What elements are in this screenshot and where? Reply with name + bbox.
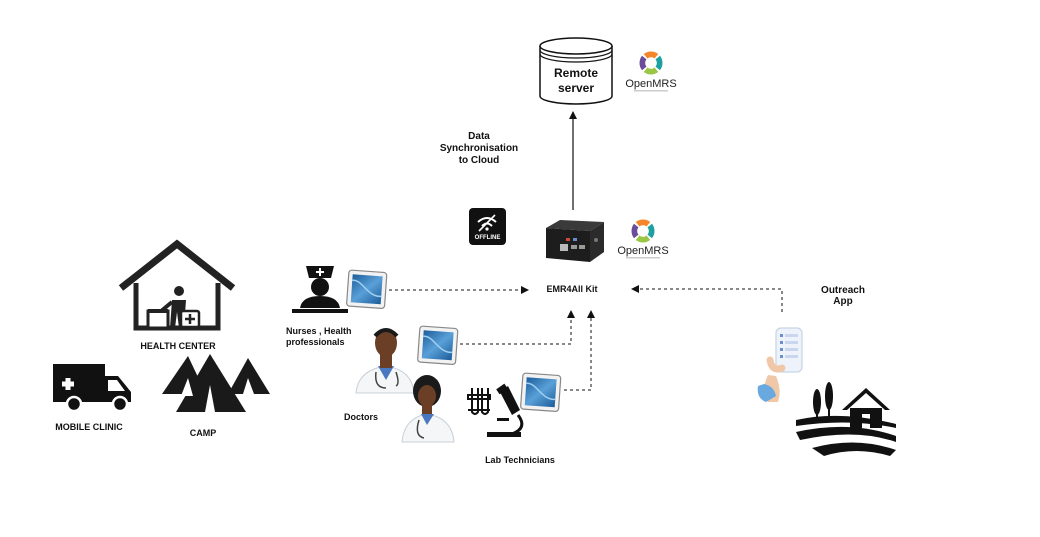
nurse-icon <box>292 266 348 313</box>
mobile-clinic-label: MOBILE CLINIC <box>55 422 123 432</box>
health-center-label: HEALTH CENTER <box>140 341 216 351</box>
emr4all-kit-device <box>546 220 604 262</box>
remote-server-icon <box>539 37 613 105</box>
camp-label: CAMP <box>189 428 217 438</box>
link-lab-to-kit <box>564 310 595 391</box>
tablet-nurses <box>345 269 388 310</box>
nurses-label: Nurses , Health professionals <box>286 326 352 347</box>
lab-technicians-label: Lab Technicians <box>485 455 555 465</box>
doctor-male-icon <box>355 328 415 394</box>
camp-icon <box>162 354 270 412</box>
rural-house-icon <box>796 382 896 456</box>
health-center-icon <box>118 239 236 331</box>
test-tubes-icon <box>467 388 491 415</box>
outreach-app-label: Outreach App <box>821 285 865 307</box>
offline-icon: OFFLINE <box>469 208 506 245</box>
sync-label: Data Synchronisation to Cloud <box>439 131 519 166</box>
openmrs-wordmark-mid: OpenMRS <box>617 245 668 257</box>
tablet-doctors <box>416 325 459 366</box>
link-doctors-to-kit <box>460 310 575 345</box>
doctors-label: Doctors <box>343 412 378 422</box>
offline-label: OFFLINE <box>475 235 501 241</box>
kit-label: EMR4All Kit <box>546 284 598 294</box>
openmrs-wordmark-top: OpenMRS <box>625 78 676 90</box>
openmrs-logo-top: OpenMRS <box>625 51 677 92</box>
mobile-clinic-icon <box>53 364 131 413</box>
tablet-lab <box>519 372 562 413</box>
microscope-icon <box>487 383 524 437</box>
doctor-female-icon <box>401 375 455 443</box>
remote-server-label: Remote server <box>553 66 598 95</box>
openmrs-logo-mid: OpenMRS <box>617 219 669 259</box>
link-outreach-to-kit <box>631 285 783 312</box>
outreach-phone-icon <box>757 327 803 402</box>
